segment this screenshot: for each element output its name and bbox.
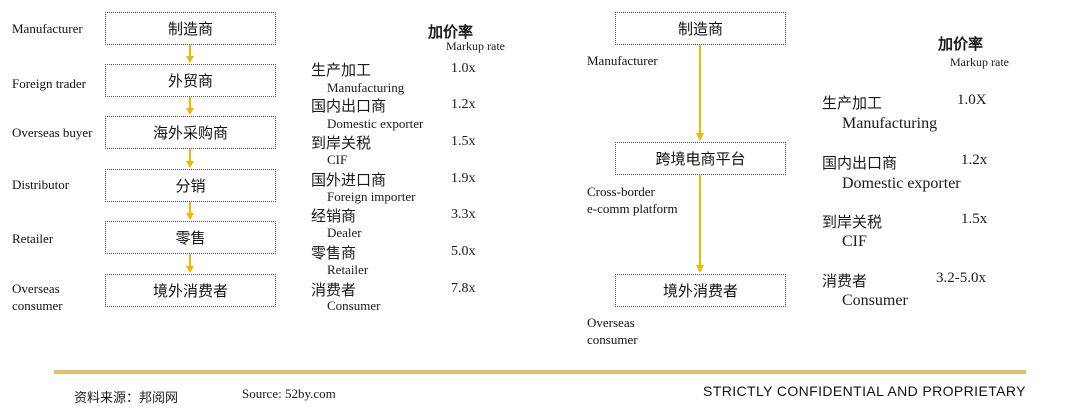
left-row-en: Dealer xyxy=(327,225,362,240)
left-row-en: Consumer xyxy=(327,298,381,313)
right-row-value: 3.2-5.0x xyxy=(936,270,986,286)
arrow-down-icon xyxy=(696,175,704,273)
left-box-distributor: 分销 xyxy=(105,169,276,202)
left-label-retailer: Retailer xyxy=(12,231,54,246)
footer-rule xyxy=(54,370,1026,374)
right-markup-header-en: Markup rate xyxy=(950,55,1009,69)
left-label-manufacturer: Manufacturer xyxy=(12,21,83,36)
right-row-cn: 国内出口商 xyxy=(822,154,898,172)
left-row-cn: 消费者 xyxy=(311,281,357,299)
left-row-value: 3.3x xyxy=(451,207,476,222)
footer-confidential: STRICTLY CONFIDENTIAL AND PROPRIETARY xyxy=(703,383,1026,399)
arrow-down-icon xyxy=(696,45,704,141)
left-row-value: 1.0x xyxy=(451,61,476,76)
left-row-cn: 到岸关税 xyxy=(311,134,372,152)
arrow-down-icon xyxy=(186,45,194,63)
left-row-en: Domestic exporter xyxy=(327,116,424,131)
right-row-cn: 生产加工 xyxy=(822,94,883,112)
left-row-cn: 生产加工 xyxy=(311,61,372,79)
left-markup-header-cn: 加价率 xyxy=(428,23,474,41)
left-row-cn: 国外进口商 xyxy=(311,171,387,189)
left-row-cn: 国内出口商 xyxy=(311,97,387,115)
right-box-overseas-consumer: 境外消费者 xyxy=(615,274,786,307)
left-row-value: 1.9x xyxy=(451,171,476,186)
footer-source-cn: 资料来源：邦阅网 xyxy=(74,391,179,406)
right-box-platform: 跨境电商平台 xyxy=(615,142,786,175)
right-row-en: Consumer xyxy=(842,292,908,309)
right-label-overseas-consumer: Overseas consumer xyxy=(587,315,638,347)
right-row-value: 1.0X xyxy=(957,92,987,108)
arrow-down-icon xyxy=(186,149,194,168)
left-label-foreign-trader: Foreign trader xyxy=(12,76,87,91)
left-row-en: Retailer xyxy=(327,262,369,277)
left-row-cn: 零售商 xyxy=(311,244,357,262)
left-row-value: 1.2x xyxy=(451,97,476,112)
right-row-en: Manufacturing xyxy=(842,115,938,132)
left-row-value: 1.5x xyxy=(451,134,476,149)
left-row-cn: 经销商 xyxy=(311,207,357,225)
right-markup-header-cn: 加价率 xyxy=(938,35,984,53)
arrow-down-icon xyxy=(186,97,194,115)
left-row-value: 7.8x xyxy=(451,281,476,296)
left-box-retailer: 零售 xyxy=(105,221,276,254)
right-row-en: Domestic exporter xyxy=(842,175,961,192)
right-row-cn: 消费者 xyxy=(822,272,868,290)
right-row-en: CIF xyxy=(842,233,867,250)
left-markup-header-en: Markup rate xyxy=(446,39,505,53)
left-label-distributor: Distributor xyxy=(12,177,70,192)
left-label-overseas-buyer: Overseas buyer xyxy=(12,125,93,140)
arrow-down-icon xyxy=(186,254,194,273)
left-row-en: Foreign importer xyxy=(327,189,416,204)
left-row-en: Manufacturing xyxy=(327,80,405,95)
right-row-value: 1.5x xyxy=(961,211,988,227)
left-row-value: 5.0x xyxy=(451,244,476,259)
right-row-cn: 到岸关税 xyxy=(822,213,883,231)
left-row-en: CIF xyxy=(327,152,348,167)
left-label-overseas-consumer: Overseas consumer xyxy=(12,281,63,313)
right-row-value: 1.2x xyxy=(961,152,988,168)
right-label-manufacturer: Manufacturer xyxy=(587,53,658,68)
arrow-down-icon xyxy=(186,202,194,220)
footer-source-en: Source: 52by.com xyxy=(242,386,336,401)
right-label-platform: Cross-border e-comm platform xyxy=(587,184,678,216)
left-box-foreign-trader: 外贸商 xyxy=(105,64,276,97)
right-box-manufacturer: 制造商 xyxy=(615,12,786,45)
left-box-overseas-consumer: 境外消费者 xyxy=(105,274,276,307)
left-box-manufacturer: 制造商 xyxy=(105,12,276,45)
left-box-overseas-buyer: 海外采购商 xyxy=(105,116,276,149)
